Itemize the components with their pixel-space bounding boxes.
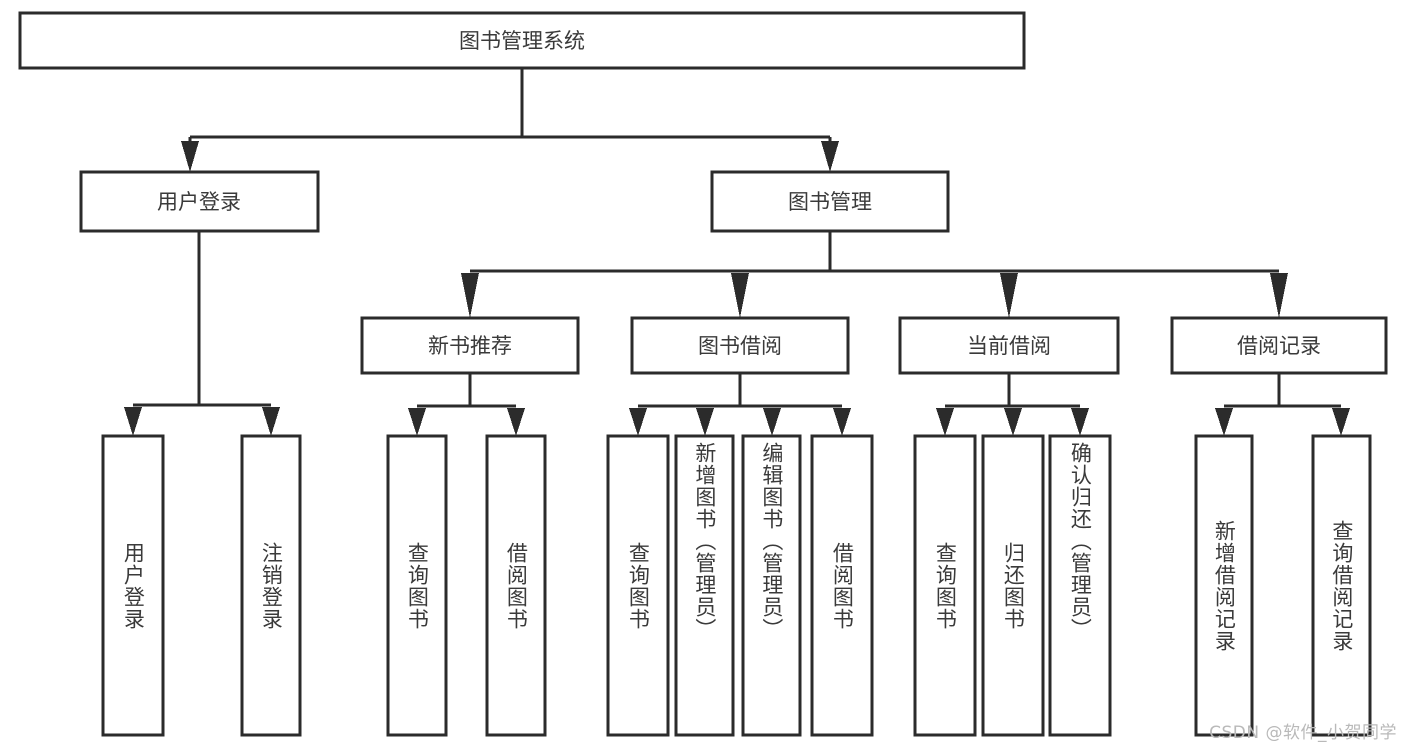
arrow-head-icon [461,273,479,318]
arrow-head-icon [1332,408,1350,436]
arrow-head-icon [936,408,954,436]
leaf-boxes [101,434,1372,737]
node-root[interactable]: 图书管理系统 [18,11,1026,70]
node-user-login-label: 用户登录 [157,190,241,214]
arrow-head-icon [1071,408,1089,436]
node-book-manage-label: 图书管理 [788,190,872,214]
leaf-box-query-book-bor[interactable] [606,434,670,737]
arrow-head-icon [1215,408,1233,436]
node-root-label: 图书管理系统 [459,29,585,53]
arrow-head-icon [1004,408,1022,436]
node-book-borrow-label: 图书借阅 [698,334,782,358]
node-borrow-record-label: 借阅记录 [1237,334,1321,358]
arrow-head-icon [1000,273,1018,318]
connectors-bookmanage-to-level3 [461,231,1288,318]
node-root-box[interactable] [18,11,1026,70]
arrow-head-icon [696,408,714,436]
connectors-currentborrow-to-leaves [936,373,1089,436]
node-user-login-box[interactable] [79,170,320,233]
leaf-box-edit-book-admin[interactable] [741,434,802,737]
node-current-borrow-box[interactable] [898,316,1120,375]
node-borrow-record-box[interactable] [1170,316,1388,375]
leaf-box-user-logout[interactable] [240,434,302,737]
arrow-head-icon [1270,273,1288,318]
node-user-login[interactable]: 用户登录 [79,170,320,233]
leaf-box-confirm-return-admin[interactable] [1048,434,1112,737]
node-current-borrow-label: 当前借阅 [967,334,1051,358]
node-new-book-recommend-box[interactable] [360,316,580,375]
leaf-box-borrow-book-bor[interactable] [810,434,874,737]
arrow-head-icon [507,408,525,436]
arrow-head-icon [181,141,199,172]
arrow-head-icon [629,408,647,436]
leaf-box-user-login[interactable] [101,434,165,737]
leaf-box-return-book[interactable] [981,434,1045,737]
arrow-head-icon [731,273,749,318]
arrow-head-icon [262,407,280,436]
connectors-root-to-level2 [181,68,839,172]
leaf-box-query-borrow-record[interactable] [1311,434,1372,737]
node-book-manage[interactable]: 图书管理 [710,170,950,233]
arrow-head-icon [408,408,426,436]
connectors-newbook-to-leaves [408,373,525,436]
arrow-head-icon [821,141,839,172]
leaf-box-query-book-cur[interactable] [913,434,977,737]
arrow-head-icon [124,407,142,436]
node-book-borrow-box[interactable] [630,316,850,375]
connectors-borrowrecord-to-leaves [1215,373,1350,436]
connectors-bookborrow-to-leaves [629,373,851,436]
node-book-manage-box[interactable] [710,170,950,233]
node-book-borrow[interactable]: 图书借阅 [630,316,850,375]
node-new-book-recommend-label: 新书推荐 [428,334,512,358]
leaf-box-query-book-rec[interactable] [386,434,448,737]
node-borrow-record[interactable]: 借阅记录 [1170,316,1388,375]
connectors-userlogin-to-leaves [124,231,280,436]
leaf-box-add-borrow-record[interactable] [1194,434,1254,737]
node-current-borrow[interactable]: 当前借阅 [898,316,1120,375]
watermark: CSDN @软件_小贺同学 [1209,723,1397,743]
leaf-box-borrow-book-rec[interactable] [485,434,547,737]
arrow-head-icon [763,408,781,436]
arrow-head-icon [833,408,851,436]
leaf-box-add-book-admin[interactable] [674,434,735,737]
node-new-book-recommend[interactable]: 新书推荐 [360,316,580,375]
